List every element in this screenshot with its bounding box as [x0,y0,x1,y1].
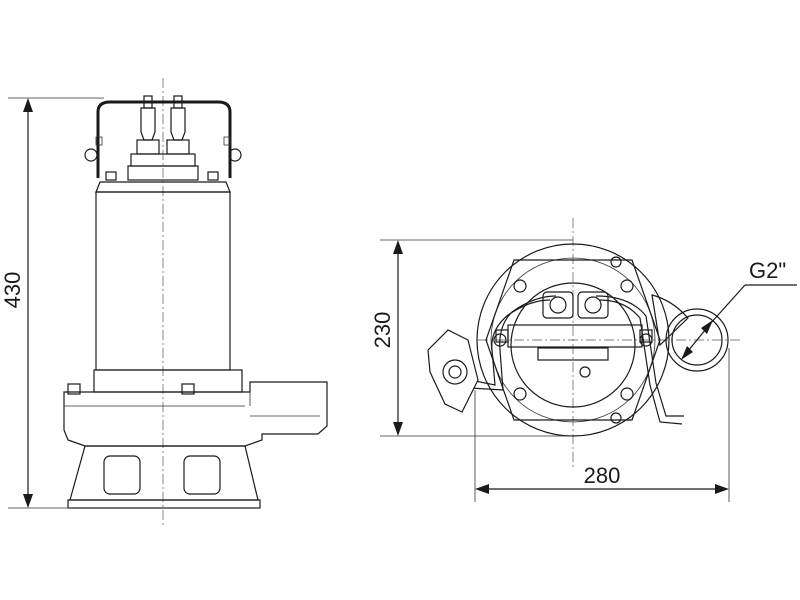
plan-hex-flange [485,259,661,421]
base-opening-right [183,455,221,495]
plan-handle-bar [507,324,643,348]
motor-flange [93,369,243,393]
outlet-size-label: G2" [749,258,786,283]
handle-lug-left [84,148,98,162]
float-switch [427,329,479,413]
plan-width-dimension-label: 280 [584,463,621,488]
height-dimension-label: 430 [0,272,25,309]
discharge-boss [651,294,689,347]
carry-handle [96,100,232,178]
plan-inner-cover [510,282,636,408]
pump-volute [63,381,328,447]
plan-cable-right [599,299,683,425]
side-view: 430 [0,78,328,525]
pump-base [69,445,259,501]
plan-view: G2" 230 280 [370,218,797,502]
discharge-outlet [665,308,729,372]
base-opening-left [103,455,141,495]
plan-depth-dimension-label: 230 [370,312,395,349]
handle-lug-right [228,148,242,162]
plan-bolts [493,256,653,424]
plan-cable-left [469,299,551,386]
outlet-leader-line [709,284,746,325]
cable-glands [127,95,199,181]
plan-cable-glands [542,291,609,319]
